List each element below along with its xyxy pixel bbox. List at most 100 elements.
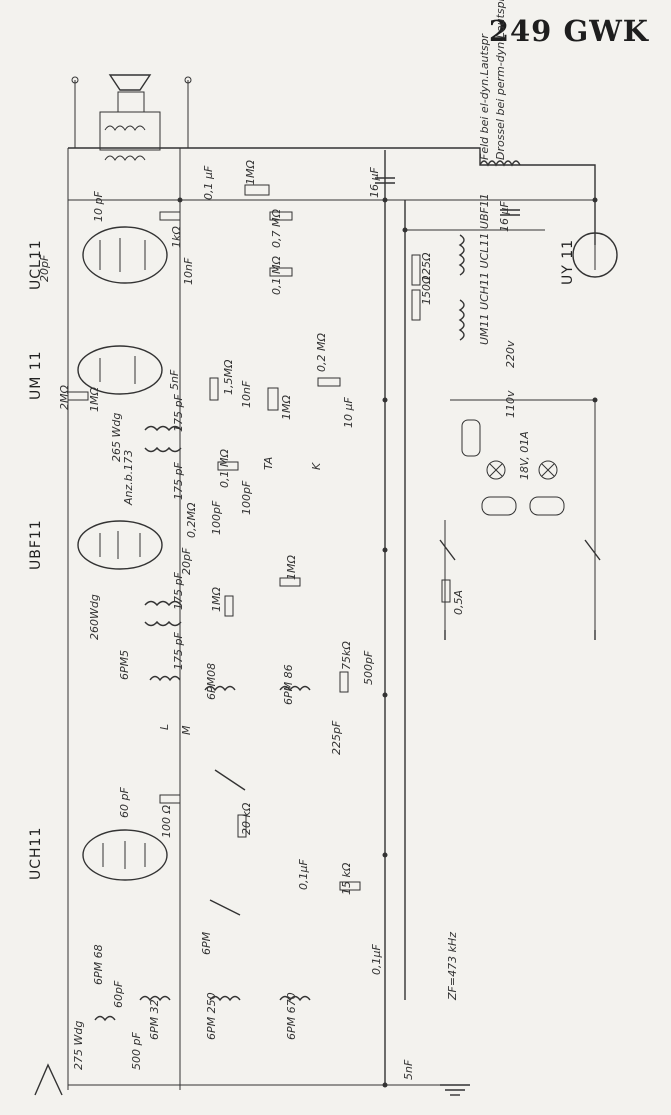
tube-label-uy11: UY 11 (560, 238, 576, 285)
lbl-wdg-275: 275 Wdg (72, 1020, 85, 1070)
res-150 (411, 289, 421, 321)
tube-ubf11-glass (77, 520, 163, 570)
res-15k (339, 881, 361, 891)
barretter-1 (481, 496, 517, 516)
antenna (34, 1063, 63, 1096)
pot-tone (267, 387, 279, 411)
lbl-l-6pm08: 6PM08 (205, 662, 218, 700)
lbl-l-6pm86: 6PM 86 (282, 664, 295, 705)
res-1m-c (224, 595, 234, 617)
lbl-r-07m: 0,7 MΩ (270, 209, 283, 248)
lbl-r-75k: 75kΩ (340, 641, 353, 670)
lbl-sw-k: K (310, 462, 323, 470)
lbl-r-100: 100 Ω (160, 805, 173, 838)
lbl-c-100pf: 100pF (210, 500, 223, 535)
lbl-c-01uf: 0,1 µF (202, 165, 215, 200)
lbl-wdg-260: 260Wdg (88, 594, 101, 640)
tube-uch11-glass (82, 829, 168, 881)
lbl-c-10nf: 10nF (182, 257, 195, 285)
lbl-c-20pf-b: 20pF (180, 547, 193, 575)
lbl-c-225pf: 225pF (330, 720, 343, 755)
lbl-r-15k: 15 kΩ (340, 862, 353, 895)
lbl-c-01uf-c: 0,1µF (370, 944, 383, 975)
tube-uy11-glass (572, 232, 618, 278)
lamp-1 (486, 460, 506, 480)
res-07m (269, 211, 293, 221)
note-if-freq: ZF=473 kHz (446, 932, 459, 1000)
lbl-l-6pm32: 6PM 32 (148, 999, 161, 1040)
heater-choke (458, 234, 465, 276)
lbl-c-16uf-a: 16 µF (368, 167, 381, 198)
tube-label-ubf11: UBF11 (28, 519, 44, 570)
lbl-c-175pf: 175 pF (172, 394, 185, 432)
lbl-r-1k: 1kΩ (170, 226, 183, 248)
lbl-c-100pf-b: 100pF (240, 480, 253, 515)
note-speaker-choke: Drossel bei perm-dyn.Lautspr (494, 0, 507, 160)
if-xfmr-2-primary (144, 600, 182, 607)
note-220v: 220v (504, 340, 517, 368)
lbl-l-6pm68: 6PM 68 (92, 944, 105, 985)
res-1m-a (67, 391, 89, 401)
res-125 (411, 254, 421, 286)
res-75k (339, 671, 349, 693)
lbl-c-10pf: 10 pF (92, 191, 105, 222)
lbl-c-60pf: 60 pF (118, 787, 131, 818)
lbl-c-10nf-b: 10nF (240, 380, 253, 408)
lbl-r-02m: 0,2 MΩ (315, 333, 328, 372)
lbl-c-10uf: 10 µF (342, 397, 355, 428)
lbl-l-6pm5: 6PM5 (118, 649, 131, 680)
pot-volume (244, 184, 270, 196)
lbl-r-01m-b: 0,1 MΩ (218, 449, 231, 488)
if-xfmr-2-secondary (144, 620, 182, 627)
barretter-2 (529, 496, 565, 516)
lbl-r-150: 150Ω (420, 275, 433, 305)
lbl-r-2m: 2MΩ (58, 385, 71, 410)
res-02m (317, 377, 341, 387)
lbl-c-20pf: 20pF (38, 254, 51, 282)
mains-switch-b (584, 539, 601, 561)
note-heater-chain: UM11 UCH11 UCL11 UBF11 (478, 193, 491, 345)
lbl-c-5nf-b: 5nF (402, 1059, 415, 1080)
xfmr-winding-a (104, 125, 146, 131)
if-xfmr-1-secondary (144, 446, 182, 453)
lbl-sw-m: M (180, 725, 193, 736)
model-title: 249 GWK (488, 14, 649, 48)
note-fuse: 0,5A (452, 589, 465, 615)
pilot-tube (461, 419, 481, 457)
hv-bus (68, 147, 596, 245)
lbl-pot-1m: 1MΩ (244, 160, 257, 185)
if-xfmr-1-primary (144, 425, 182, 432)
lbl-c-175pf-d: 175 pF (172, 632, 185, 670)
res-1m-b (279, 577, 301, 587)
lbl-r-1m-c: 1MΩ (210, 587, 223, 612)
tube-um11-glass (77, 345, 163, 395)
lbl-c-175pf-c: 175 pF (172, 572, 185, 610)
fuse (441, 579, 451, 603)
lbl-c-500pf: 500pF (362, 650, 375, 685)
lamp-2 (538, 460, 558, 480)
field-coil (479, 160, 521, 167)
xfmr-winding-b (104, 155, 146, 161)
lbl-r-1m-a: 1MΩ (88, 387, 101, 412)
lbl-c-60pf-b: 60pF (112, 980, 125, 1008)
lbl-c-16uf-b: 16 µF (498, 201, 511, 232)
lbl-l-6pm250: 6PM 250 (205, 992, 218, 1040)
lbl-anz: Anz.b.173 (122, 449, 135, 505)
lbl-sw-ta: TA (262, 456, 275, 470)
lbl-c-5nf: 5nF (168, 369, 181, 390)
lbl-c-01uf-b: 0,1µF (297, 859, 310, 890)
lbl-l-6pm-a: 6PM (200, 931, 213, 955)
speaker-cone (108, 74, 152, 91)
lbl-r-1m-b: 1MΩ (285, 555, 298, 580)
res-01m-b (217, 461, 239, 471)
res-15m (209, 377, 219, 401)
tube-label-um11: UM 11 (28, 350, 44, 400)
lbl-sw-l: L (158, 723, 171, 730)
speaker-magnet (117, 91, 145, 113)
lbl-r-01m: 0,1 MΩ (270, 256, 283, 295)
res-20k (237, 814, 247, 838)
lbl-c-175pf-b: 175 pF (172, 462, 185, 500)
lbl-r-20k: 20 kΩ (240, 802, 253, 835)
lbl-pot-1m-b: 1MΩ (280, 395, 293, 420)
